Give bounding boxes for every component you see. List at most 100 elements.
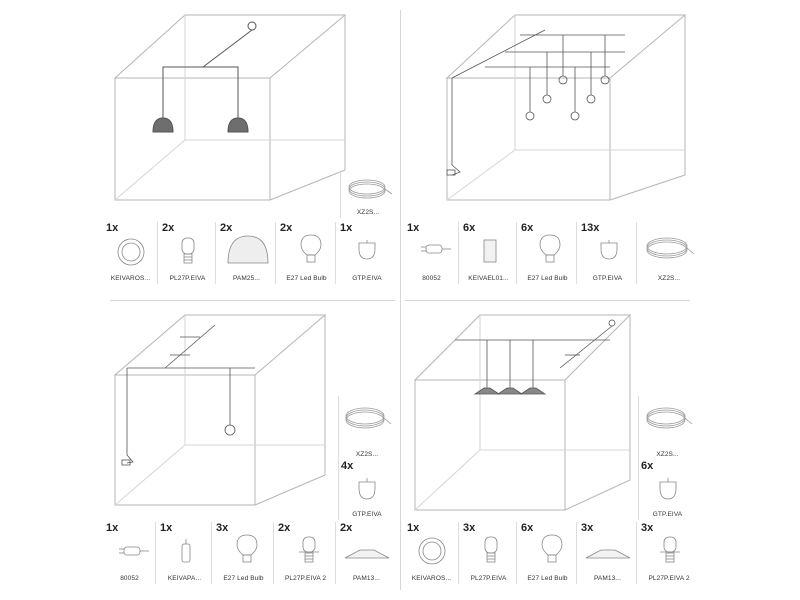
part-quantity: 3x — [463, 522, 476, 534]
part-quantity: 2x — [278, 522, 291, 534]
part-label: PAM13... — [593, 575, 622, 582]
part-label: E27 Led Bulb — [527, 275, 568, 282]
hook-icon — [358, 478, 376, 500]
part-label: 80052 — [422, 275, 441, 282]
part-label: XZ2S... — [355, 451, 379, 458]
part-card: 6x E27 Led Bulb — [519, 522, 577, 584]
ceiling-rose-icon — [418, 537, 446, 565]
cable-coil-icon — [345, 407, 392, 429]
lamps-top-right — [446, 29, 625, 176]
part-quantity: 6x — [521, 522, 534, 534]
part-card: 6x KEIVAEL01... — [461, 222, 517, 284]
part-label: PL27P.EIVA — [470, 575, 507, 582]
hook-icon — [358, 240, 376, 260]
part-quantity: 2x — [162, 222, 175, 234]
part-card: 1x KEIVAROS... — [104, 222, 158, 284]
part-label: KEIVAROS... — [411, 575, 452, 582]
bulb-icon — [300, 234, 322, 263]
part-quantity: 3x — [641, 522, 654, 534]
part-quantity: 2x — [220, 222, 233, 234]
part-card: 2x PAM13... — [338, 522, 395, 584]
part-card: XZ2S... — [639, 222, 699, 284]
part-card: 1x KEIVAROS... — [405, 522, 459, 584]
part-quantity: 2x — [280, 222, 293, 234]
part-label: XZ2S... — [657, 275, 681, 282]
part-label: PL27P.EIVA 2 — [284, 575, 327, 582]
part-label: GTP.EIVA — [652, 511, 683, 518]
part-card: 6x E27 Led Bulb — [519, 222, 577, 284]
part-card: 1x 80052 — [405, 222, 459, 284]
ceiling-rose-icon — [117, 238, 145, 266]
part-card: 3x PAM13... — [579, 522, 637, 584]
separator-horizontal-left — [110, 300, 395, 301]
part-card: 3x E27 Led Bulb — [214, 522, 274, 584]
part-card: 3x PL27P.EIVA — [461, 522, 517, 584]
lamp-holder-icon — [299, 536, 319, 563]
part-label: E27 Led Bulb — [527, 575, 568, 582]
lamps-bottom-left — [121, 324, 255, 466]
part-card: XZ2S... — [340, 172, 395, 218]
lamp-holder-icon — [660, 536, 680, 563]
plug-icon — [421, 244, 451, 254]
part-label: PL27P.EIVA — [169, 275, 206, 282]
bulb-icon — [539, 234, 561, 263]
bulb-icon — [236, 534, 258, 563]
part-quantity: 4x — [341, 460, 354, 472]
part-label: KEIVAPA... — [167, 575, 202, 582]
separator-horizontal-right — [405, 300, 690, 301]
part-quantity: 6x — [641, 460, 654, 472]
part-label: KEIVAROS... — [110, 275, 151, 282]
part-label: KEIVAEL01... — [468, 275, 509, 282]
part-quantity: 6x — [463, 222, 476, 234]
dome-shade-icon — [227, 235, 269, 264]
part-quantity: 6x — [521, 222, 534, 234]
part-card: 3x PL27P.EIVA 2 — [639, 522, 699, 584]
cable-coil-icon — [348, 179, 393, 199]
part-card: 2x PL27P.EIVA 2 — [276, 522, 336, 584]
part-quantity: 1x — [407, 522, 420, 534]
separator-vertical — [400, 10, 401, 590]
part-quantity: 3x — [216, 522, 229, 534]
part-quantity: 1x — [407, 222, 420, 234]
part-quantity: 3x — [581, 522, 594, 534]
part-card: XZ2S... — [638, 396, 696, 460]
cube-bottom-left — [113, 314, 327, 506]
cube-top-right — [445, 14, 687, 201]
part-label: PL27P.EIVA 2 — [648, 575, 690, 582]
part-card: 1x KEIVAPA... — [158, 522, 212, 584]
part-card: 1x 80052 — [104, 522, 156, 584]
part-label: GTP.EIVA — [352, 275, 382, 282]
part-quantity: 1x — [106, 222, 119, 234]
lamp-holder-icon — [181, 237, 195, 264]
flat-shade-icon — [344, 549, 390, 559]
lamps-bottom-right — [455, 319, 616, 395]
hook-icon — [659, 478, 677, 500]
part-label: PAM25... — [232, 275, 261, 282]
cable-coil-icon — [646, 407, 693, 429]
part-card: 2x PL27P.EIVA — [160, 222, 216, 284]
part-label: GTP.EIVA — [592, 275, 623, 282]
lamps-top-left — [152, 21, 257, 133]
part-card: XZ2S... — [338, 396, 395, 460]
part-label: XZ2S... — [656, 451, 679, 458]
part-quantity: 1x — [160, 522, 173, 534]
part-label: 80052 — [120, 575, 139, 582]
part-label: XZ2S... — [356, 209, 380, 216]
part-label: PAM13... — [352, 575, 381, 582]
lamp-holder-icon — [484, 536, 498, 563]
switch-icon — [483, 239, 497, 263]
part-quantity: 2x — [340, 522, 353, 534]
part-label: E27 Led Bulb — [286, 275, 327, 282]
cord-grip-icon — [181, 539, 191, 563]
part-card: 13x GTP.EIVA — [579, 222, 637, 284]
flat-shade-icon — [585, 549, 631, 559]
part-label: E27 Led Bulb — [223, 575, 264, 582]
cable-coil-icon — [646, 237, 695, 259]
part-quantity: 1x — [340, 222, 353, 234]
part-card: 1x GTP.EIVA — [338, 222, 396, 284]
part-quantity: 1x — [106, 522, 119, 534]
cube-top-left — [113, 14, 347, 201]
bulb-icon — [541, 534, 563, 563]
part-card: 2x E27 Led Bulb — [278, 222, 336, 284]
